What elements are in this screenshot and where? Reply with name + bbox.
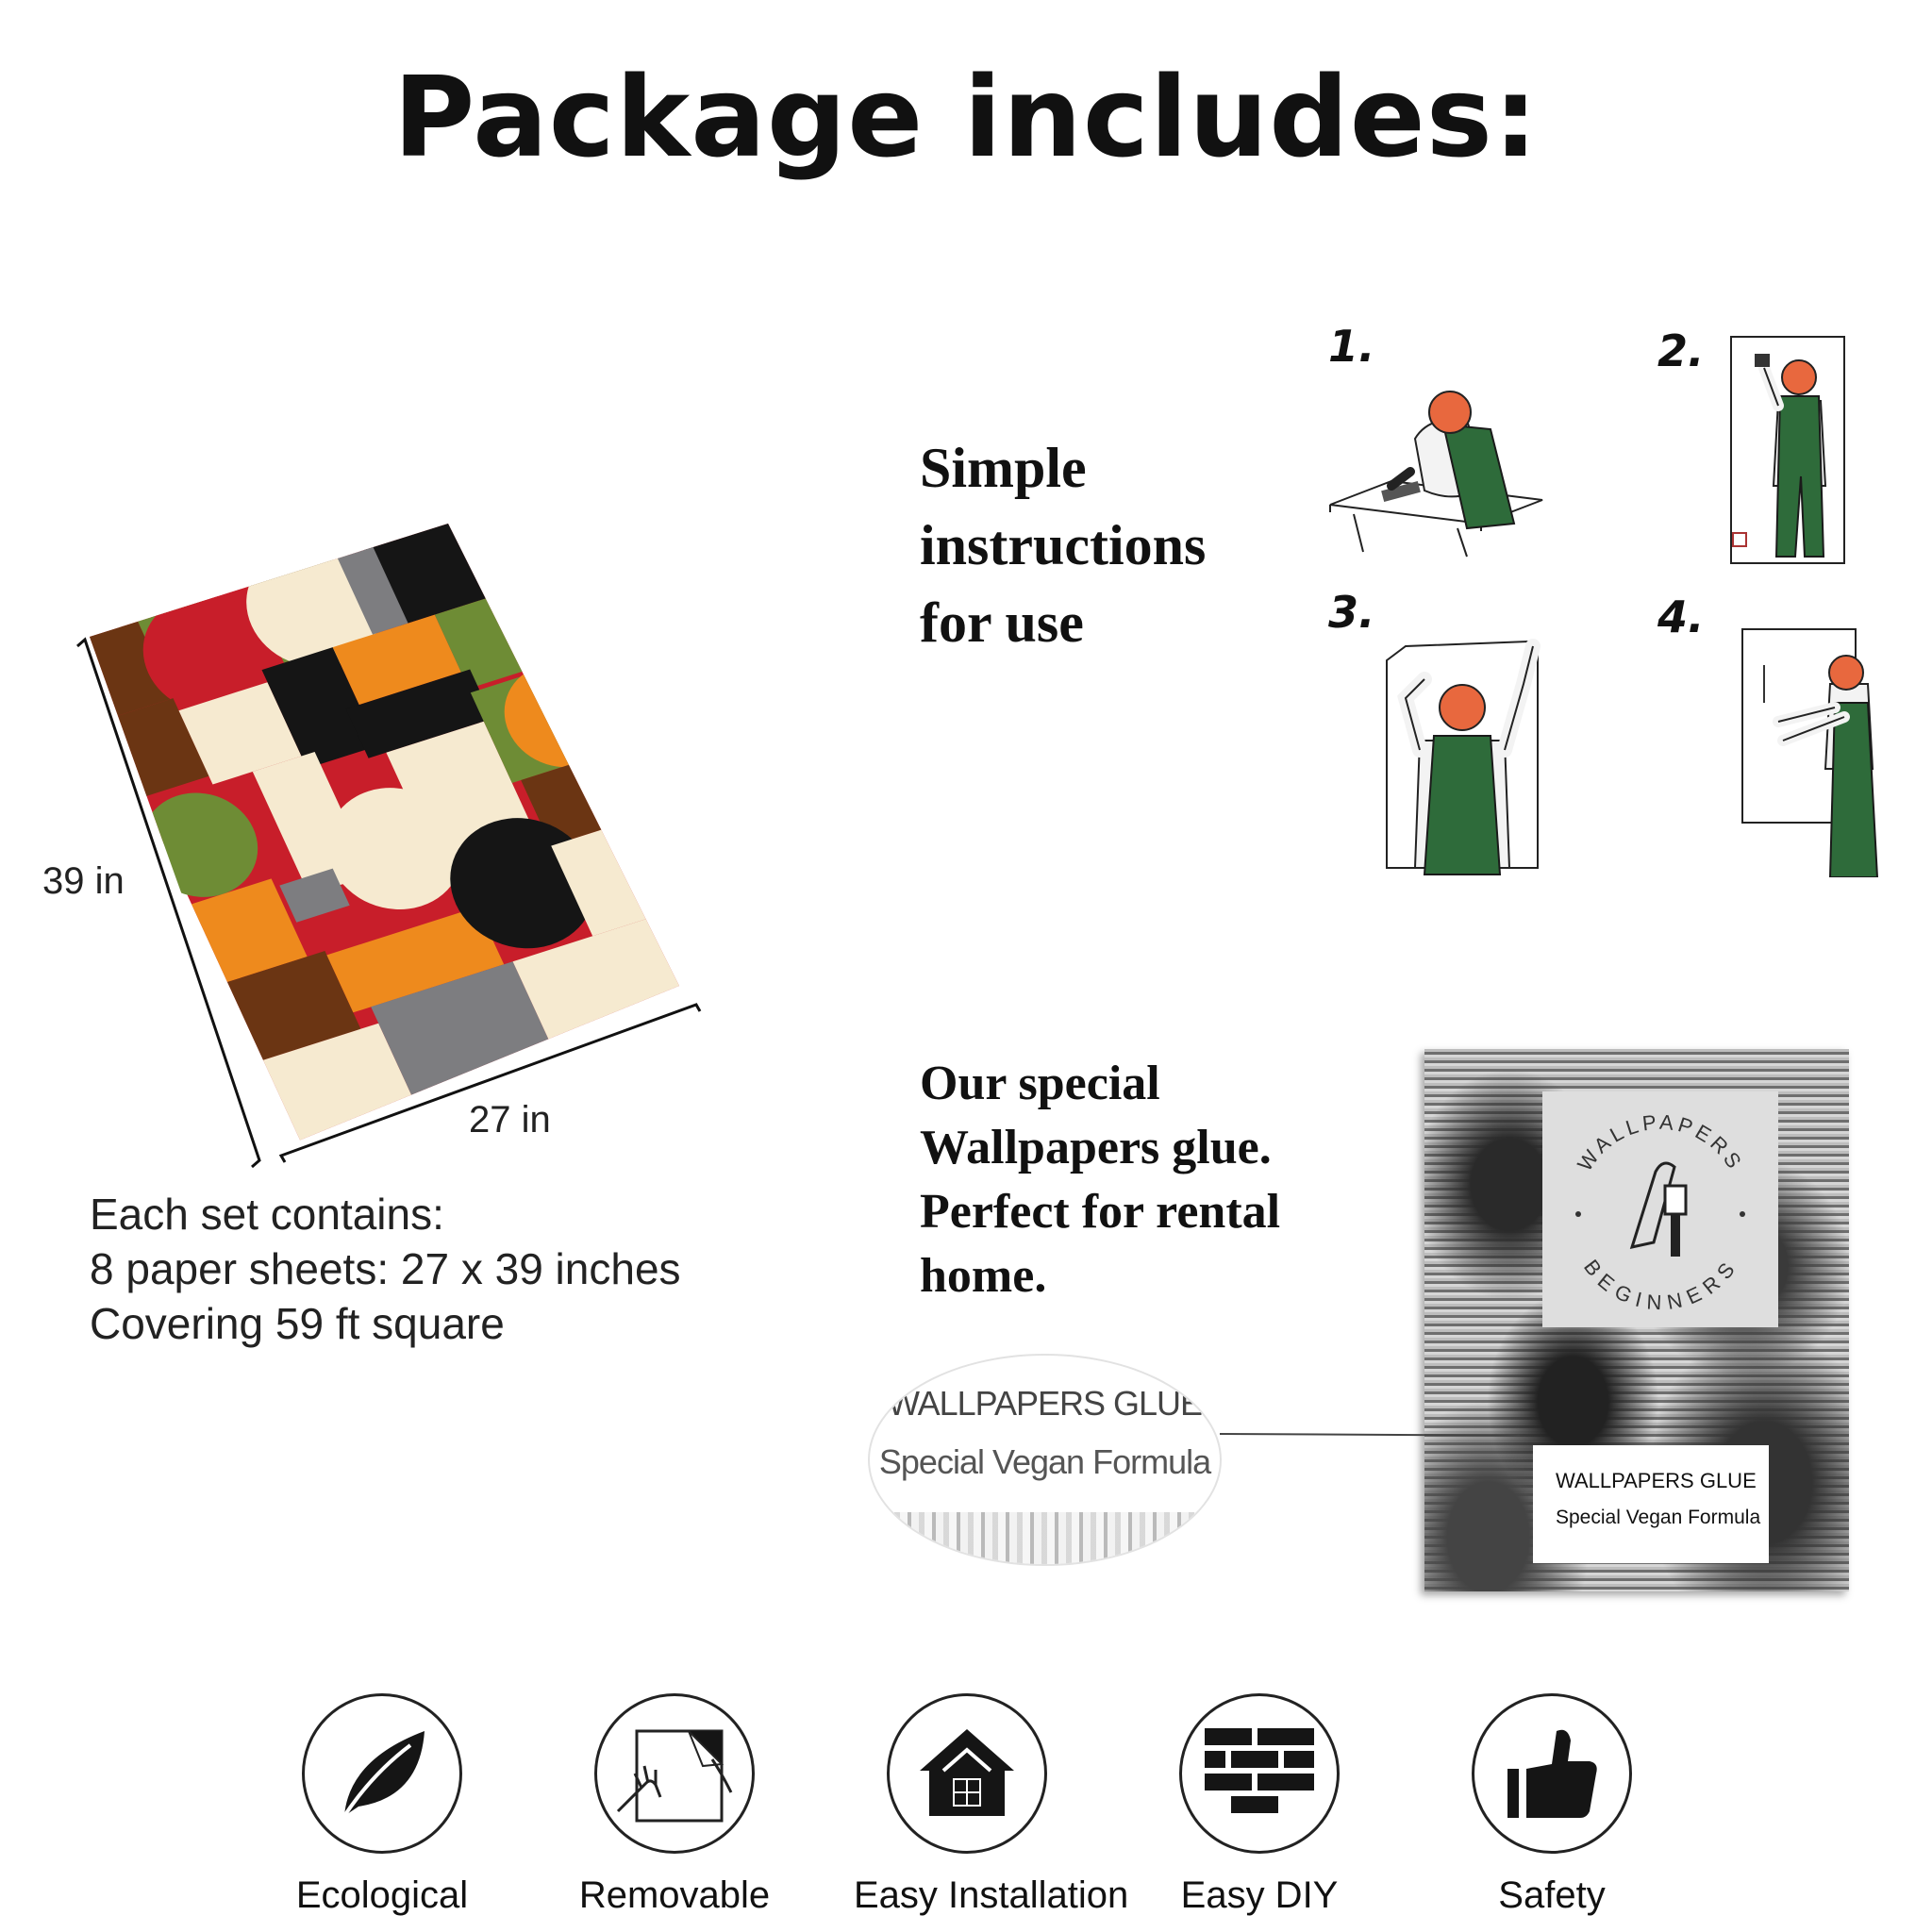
logo-bottom-text: BEGINNERS xyxy=(1579,1256,1738,1315)
glue-heading: Our special Wallpapers glue. Perfect for… xyxy=(920,1052,1280,1308)
brick-wall-icon xyxy=(1205,1728,1314,1813)
step-number-3: 3. xyxy=(1328,587,1375,638)
feature-removable: Removable xyxy=(561,1693,788,1917)
feature-label: Safety xyxy=(1498,1874,1606,1916)
glue-label-title: WALLPAPERS GLUE xyxy=(1556,1469,1757,1492)
glue-label-subtitle: Special Vegan Formula xyxy=(1556,1507,1761,1528)
feature-label: Removable xyxy=(578,1874,771,1916)
leaf-icon xyxy=(342,1731,425,1818)
step-4-smooth-paper-illustration xyxy=(1741,628,1879,877)
page-title: Package includes: xyxy=(392,52,1540,182)
feature-label: Easy Installation xyxy=(854,1874,1129,1916)
set-contents-info: Each set contains: 8 paper sheets: 27 x … xyxy=(90,1187,681,1351)
instructions-heading-line: for use xyxy=(920,591,1084,654)
thumbs-up-icon xyxy=(1507,1729,1597,1818)
instructions-heading-line: Simple xyxy=(920,437,1087,499)
zoom-texture xyxy=(870,1512,1220,1564)
step-1-glue-illustration xyxy=(1329,391,1543,558)
feature-icon-circle xyxy=(594,1693,755,1854)
instructions-heading-line: instructions xyxy=(920,514,1207,576)
feature-label: Ecological xyxy=(295,1874,469,1916)
feature-icon-circle xyxy=(1472,1693,1632,1854)
feature-icon-circle xyxy=(302,1693,462,1854)
glue-label-zoom: WALLPAPERS GLUE Special Vegan Formula xyxy=(868,1354,1222,1566)
peel-hand-icon xyxy=(616,1729,733,1823)
zoom-subtitle: Special Vegan Formula xyxy=(878,1442,1211,1481)
feature-ecological: Ecological xyxy=(269,1693,495,1917)
feature-label: Easy DIY xyxy=(1180,1874,1339,1916)
house-icon xyxy=(920,1729,1014,1816)
instructions-heading: Simple instructions for use xyxy=(920,429,1206,661)
glue-package: WALLPAPERS BEGINNERS WALLPAPERS GLUE Spe… xyxy=(1424,1049,1849,1591)
sheet-width-label: 27 in xyxy=(469,1099,551,1141)
glue-heading-line: Wallpapers glue. xyxy=(920,1121,1272,1174)
feature-icon-circle xyxy=(887,1693,1047,1854)
brush-roll-icon: WALLPAPERS BEGINNERS xyxy=(1573,1110,1745,1315)
sheet-height-label: 39 in xyxy=(42,860,125,902)
svg-text:BEGINNERS: BEGINNERS xyxy=(1579,1256,1741,1315)
feature-easy-diy: Easy DIY xyxy=(1146,1693,1373,1917)
step-number-4: 4. xyxy=(1657,591,1705,642)
glue-label: WALLPAPERS GLUE Special Vegan Formula xyxy=(1533,1445,1769,1563)
wallpaper-pattern-image xyxy=(76,524,702,1169)
set-info-line: Covering 59 ft square xyxy=(90,1299,505,1348)
feature-safety: Safety xyxy=(1439,1693,1665,1917)
step-2-brush-wall-illustration xyxy=(1730,336,1845,564)
set-info-line: 8 paper sheets: 27 x 39 inches xyxy=(90,1244,681,1293)
step-number-1: 1. xyxy=(1328,321,1375,372)
glue-heading-line: Perfect for rental xyxy=(920,1185,1281,1239)
zoom-leader-line xyxy=(1219,1433,1521,1437)
feature-easy-installation: Easy Installation xyxy=(854,1693,1129,1917)
glue-brand-logo: WALLPAPERS BEGINNERS xyxy=(1542,1091,1778,1327)
wallpaper-sheet-illustration xyxy=(66,509,726,1170)
glue-heading-line: home. xyxy=(920,1249,1047,1303)
feature-icon-circle xyxy=(1179,1693,1340,1854)
set-info-line: Each set contains: xyxy=(90,1190,444,1239)
glue-heading-line: Our special xyxy=(920,1057,1160,1110)
step-3-hang-paper-illustration xyxy=(1386,639,1541,875)
step-number-2: 2. xyxy=(1657,325,1705,376)
zoom-title: WALLPAPERS GLUE xyxy=(887,1384,1203,1423)
